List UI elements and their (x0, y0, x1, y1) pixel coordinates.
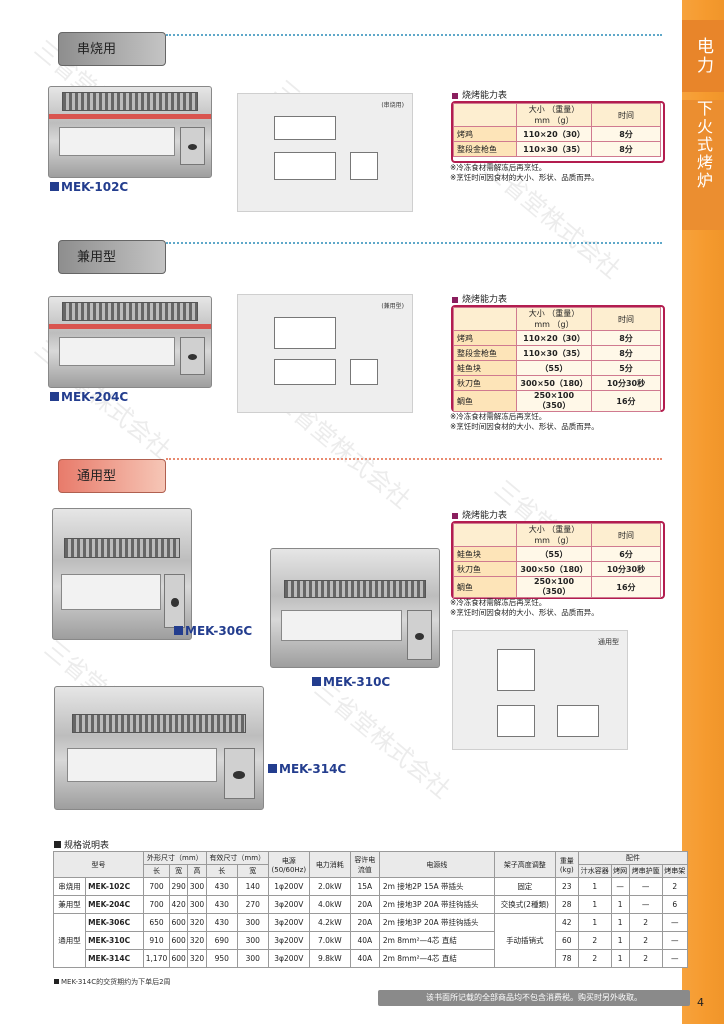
model-label-mek204c: MEK-204C (50, 390, 128, 404)
dimension-drawing-kushiyaki: (串烧用) (237, 93, 413, 212)
dimension-drawing-general: 通用型 (452, 630, 628, 750)
product-image-mek314c (54, 686, 264, 810)
section-divider (166, 242, 662, 244)
dimension-drawing-dual: (兼用型) (237, 294, 413, 413)
footer-tax-note: 该书面所记载的全部商品均不包含消费税。购买时另外收取。 (378, 990, 690, 1006)
section-tab-kushiyaki: 串烧用 (58, 32, 166, 66)
section-tab-general: 通用型 (58, 459, 166, 493)
capacity-notes-2: ※冷冻食材需解冻后再烹饪。※烹饪时间因食材的大小、形状、品质而异。 (450, 412, 599, 431)
section-tab-dual: 兼用型 (58, 240, 166, 274)
model-label-mek314c: MEK-314C (268, 762, 346, 776)
capacity-table-frame-3 (451, 521, 665, 599)
section-divider (166, 34, 662, 36)
side-subcategory: 下火式烤炉 (682, 100, 724, 230)
product-image-mek306c (52, 508, 192, 640)
capacity-title-1: 烧烤能力表 (452, 88, 507, 101)
product-image-mek310c (270, 548, 440, 668)
spec-title: 规格说明表 (54, 838, 109, 851)
capacity-title-2: 烧烤能力表 (452, 292, 507, 305)
model-label-mek310c: MEK-310C (312, 675, 390, 689)
capacity-table-frame-1 (451, 101, 665, 163)
spec-table: 型号 外形尺寸（mm） 有效尺寸（mm） 电源(50/60Hz) 电力消耗 容许… (52, 851, 689, 968)
capacity-title-3: 烧烤能力表 (452, 508, 507, 521)
watermark: 三省堂株式会社 (309, 674, 456, 805)
section-divider (166, 458, 662, 460)
model-label-mek306c: MEK-306C (174, 624, 252, 638)
product-image-mek204c (48, 296, 212, 388)
spec-note: MEK-314C的交货期约为下单后2周 (54, 977, 171, 987)
page-number: 4 (697, 996, 704, 1009)
capacity-notes-3: ※冷冻食材需解冻后再烹饪。※烹饪时间因食材的大小、形状、品质而异。 (450, 598, 599, 617)
model-label-mek102c: MEK-102C (50, 180, 128, 194)
product-image-mek102c (48, 86, 212, 178)
capacity-notes-1: ※冷冻食材需解冻后再烹饪。※烹饪时间因食材的大小、形状、品质而异。 (450, 163, 599, 182)
side-category: 电力 (682, 20, 724, 92)
